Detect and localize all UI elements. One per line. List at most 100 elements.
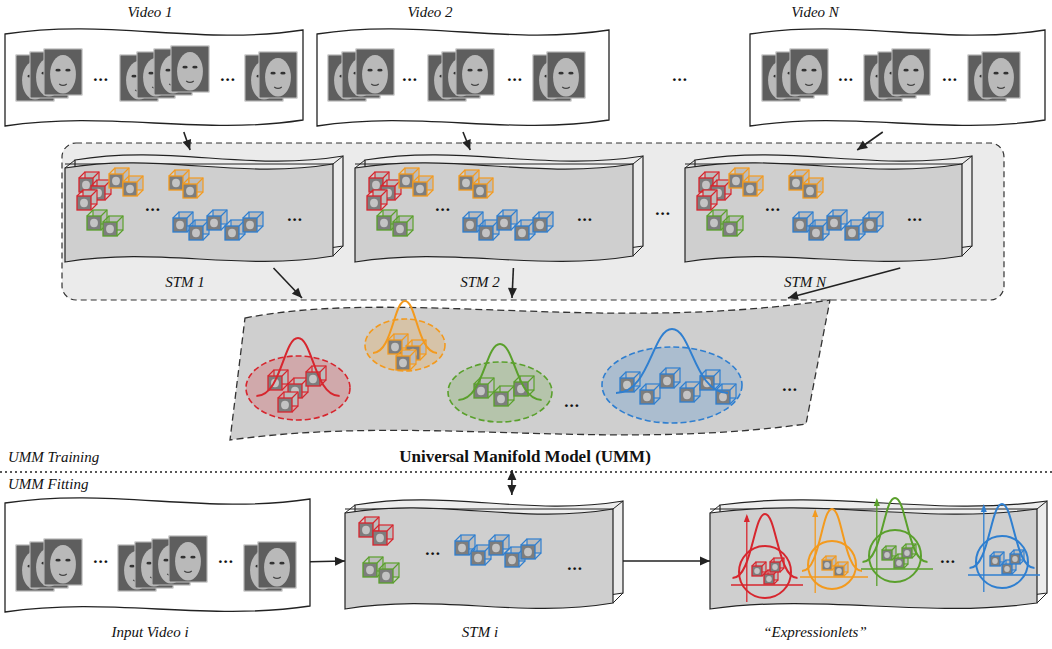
patch-cube-part: [416, 185, 424, 193]
node-label: Input Video i: [111, 624, 188, 641]
video-ribbon-art: [5, 493, 310, 645]
patch-cube-part: [309, 375, 317, 383]
stm-slab-art: [355, 148, 643, 294]
stm-slab: STM 2......: [355, 148, 643, 294]
patch-cube-part: [172, 179, 180, 187]
ellipsis-mark: ...: [838, 66, 854, 86]
patch-cube-part: [367, 196, 381, 210]
universal-manifold-art: [230, 298, 830, 470]
patch-cube-part: [173, 218, 187, 232]
patch-cube-part: [482, 229, 490, 237]
patch-cube-part: [396, 225, 404, 233]
patch-cube-part: [399, 174, 413, 188]
axis-head: [874, 498, 880, 506]
patch-cube-part: [827, 216, 841, 230]
patch-cube-part: [710, 219, 718, 227]
shape-bounds: [5, 493, 310, 618]
face-frame-part: [477, 69, 482, 72]
video-ribbon: [5, 498, 310, 612]
patch-cube-part: [359, 523, 373, 537]
patch-cube-part: [87, 216, 101, 230]
patch-cube-part: [474, 554, 482, 562]
slab-front: [355, 163, 633, 262]
node-label: “Expressionlets”: [763, 624, 867, 641]
patch-cube: [225, 220, 245, 240]
patch-cube-part: [367, 190, 387, 210]
patch-cube-part: [533, 218, 547, 232]
patch-cube-part: [743, 182, 757, 196]
face-frame-part: [892, 49, 930, 95]
gaussian-curve: [373, 301, 437, 353]
patch-cube-part: [902, 548, 912, 558]
patch-cube-part: [123, 182, 137, 196]
face-frame-part: [171, 46, 209, 92]
expressionlet-slab: “Expressionlets”...: [710, 493, 1047, 645]
face-frame-part: [456, 49, 494, 95]
patch-cube: [379, 563, 399, 583]
shape-bounds: [750, 24, 1045, 132]
patch-cube-part: [700, 199, 708, 207]
arrow-head: [183, 139, 191, 150]
patch-cube-part: [904, 550, 910, 556]
patch-cube-part: [764, 574, 774, 584]
patch-cube-part: [521, 545, 535, 559]
cluster-region: [246, 356, 350, 420]
patch-cube-part: [770, 562, 780, 572]
patch-cube-part: [362, 526, 370, 534]
patch-cube-part: [373, 531, 387, 545]
connector-line: [274, 268, 303, 298]
face-frame-part: [55, 559, 60, 562]
patch-cube-part: [806, 187, 814, 195]
face-frame: [982, 52, 1020, 98]
arrow-head: [788, 291, 799, 300]
patch-cube-part: [366, 566, 374, 574]
face-frame-part: [165, 69, 170, 72]
ellipsis-mark: ...: [907, 206, 923, 226]
patch-cube: [243, 212, 263, 232]
patch-cube-part: [505, 553, 519, 567]
patch-cube-part: [77, 190, 97, 210]
slab-front: [685, 163, 962, 262]
face-frame-part: [471, 84, 479, 85]
patch-cube-part: [466, 221, 474, 229]
patch-cube: [77, 190, 97, 210]
face-frame-part: [811, 69, 816, 72]
video-ribbon-art: [317, 3, 609, 133]
patch-cube-part: [500, 219, 508, 227]
arrow-head: [700, 557, 710, 566]
universal-manifold: Universal Manifold Model (UMM)......: [230, 298, 830, 470]
patch-cube: [680, 382, 700, 402]
face-frame-part: [903, 69, 908, 72]
face-frame-part: [169, 536, 207, 582]
face-frame-part: [259, 52, 297, 98]
face-frame-part: [467, 69, 472, 72]
patch-cube-part: [455, 541, 469, 555]
patch-cube-part: [752, 566, 762, 576]
patch-cube-part: [183, 178, 203, 198]
patch-cube-part: [103, 222, 117, 236]
face-frame-part: [146, 562, 151, 565]
patch-cube-part: [183, 184, 197, 198]
ellipsis-mark: ...: [287, 206, 303, 226]
face-frame-part: [264, 548, 290, 587]
patch-cube-part: [834, 562, 848, 576]
patch-cube-part: [866, 221, 874, 229]
gaussian-curve: [256, 338, 339, 396]
patch-cube-part: [207, 216, 221, 230]
arrow-connector: [310, 557, 345, 566]
gaussian-curve: [802, 509, 862, 571]
face-frame-part: [547, 52, 585, 98]
face-frame: [44, 49, 82, 95]
patch-cube-part: [225, 220, 245, 240]
cluster-region: [602, 347, 742, 423]
patch-cube-part: [663, 377, 671, 385]
patch-cube-part: [1004, 566, 1010, 572]
patch-cube-part: [1012, 556, 1018, 562]
patch-cube-part: [399, 359, 407, 367]
patch-cube: [207, 210, 227, 230]
face-frame-part: [898, 55, 924, 94]
patch-cube-part: [376, 534, 384, 542]
face-frame-part: [148, 72, 153, 75]
face-frame-part: [558, 72, 563, 75]
face-frame-part: [169, 536, 207, 582]
